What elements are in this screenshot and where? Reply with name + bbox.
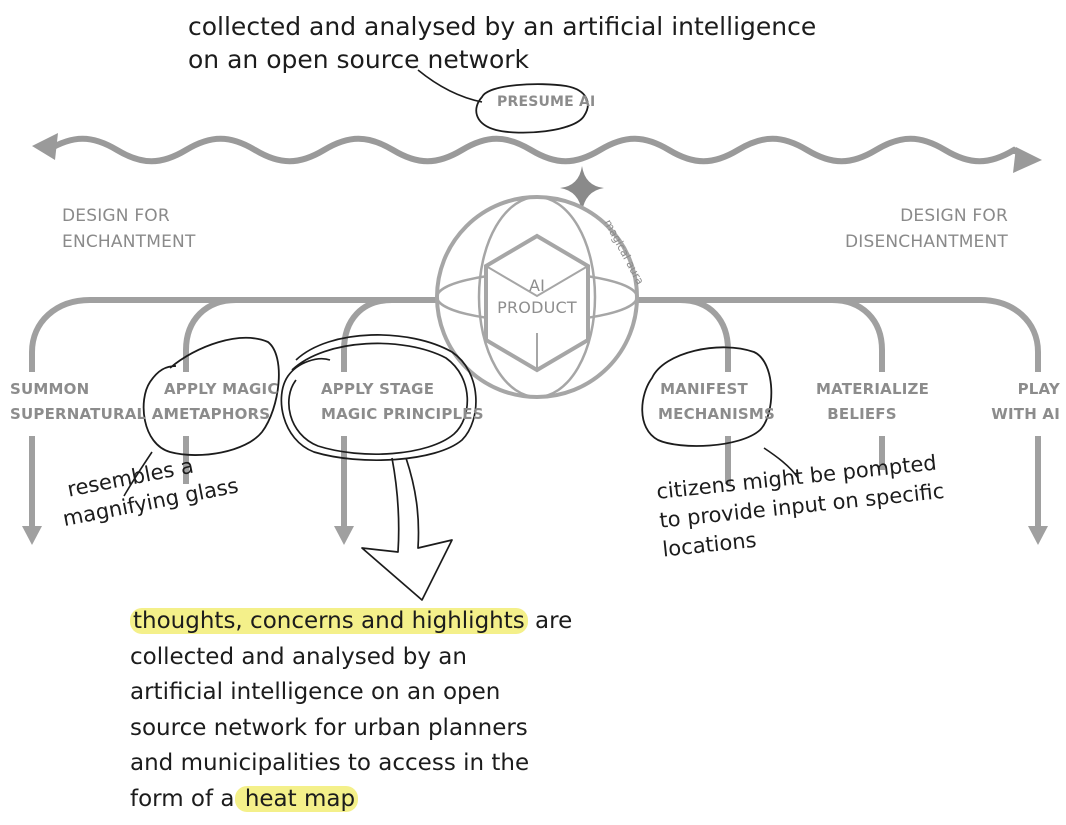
branch-curve-beliefs [760, 297, 885, 372]
ai-product-label: AI PRODUCT [487, 275, 587, 319]
branch-curve-summon [29, 297, 290, 372]
branch-curve-metaphors [183, 297, 300, 372]
ai-product-line-2: PRODUCT [497, 298, 577, 317]
hand-drawn-down-arrow [361, 457, 453, 601]
top-note-line-2: on an open source network [188, 45, 530, 74]
note-heat-map: thoughts, concerns and highlights are co… [130, 604, 572, 817]
note-bottom-line-2: collected and analysed by an [130, 643, 467, 670]
branch-label-line-2: METAPHORS [164, 405, 271, 423]
branch-curve-play [780, 297, 1041, 372]
ai-product-sphere [435, 195, 639, 399]
highlight-heat-map: heat map [234, 785, 359, 812]
right-heading: DESIGN FOR DISENCHANTMENT [845, 203, 1008, 255]
note-bottom-line-4: source network for urban planners [130, 714, 528, 741]
left-heading-line-1: DESIGN FOR [62, 206, 170, 226]
presume-ellipse [475, 83, 589, 134]
note-bottom-line-5: and municipalities to access in the [130, 750, 530, 776]
branch-curve-mechanisms [636, 297, 731, 372]
right-heading-line-1: DESIGN FOR [900, 206, 1008, 226]
branch-label-line-1: MATERIALIZE [816, 380, 930, 398]
presume-callout-line [417, 69, 483, 103]
branch-label-line-1: SUMMON [10, 380, 90, 398]
branch-label-summon: SUMMON SUPERNATURAL AI [10, 377, 169, 427]
branch-label-beliefs: MATERIALIZE BELIEFS [816, 377, 930, 427]
branch-label-line-2: BELIEFS [827, 405, 897, 423]
ai-product-line-1: AI [528, 276, 546, 295]
presume-ai-label: PRESUME AI [497, 94, 596, 110]
branch-label-line-2: MECHANISMS [658, 405, 776, 423]
top-handwritten-note: collected and analysed by an artificial … [188, 10, 816, 76]
arrowhead-stage [334, 526, 354, 545]
stage-scribble-loop [280, 334, 477, 462]
note-bottom-line-3: artificial intelligence on an open [130, 679, 501, 705]
left-arrowhead [32, 133, 58, 160]
mechanisms-scribble-loop [641, 346, 773, 447]
branch-label-line-1: APPLY MAGIC [164, 380, 279, 398]
branch-label-line-2: WITH AI [991, 405, 1060, 423]
note-bottom-line-1-rest: are [527, 608, 573, 634]
left-heading: DESIGN FOR ENCHANTMENT [62, 203, 196, 255]
branch-label-line-1: MANIFEST [660, 380, 748, 398]
branch-label-line-2: MAGIC PRINCIPLES [321, 405, 484, 423]
note-bottom-line-6: form of a heat map [130, 782, 572, 818]
right-heading-line-2: DISENCHANTMENT [844, 232, 1008, 252]
branch-label-line-1: PLAY [1017, 380, 1060, 398]
spectrum-wave-line [45, 135, 1023, 165]
branch-label-line-2: SUPERNATURAL AI [10, 405, 170, 423]
right-arrowhead [1013, 147, 1042, 173]
top-note-line-1: collected and analysed by an artificial … [188, 12, 817, 41]
metaphors-pointer-line [123, 451, 153, 497]
left-heading-line-2: ENCHANTMENT [62, 232, 196, 252]
highlight-thoughts: thoughts, concerns and highlights [130, 608, 528, 634]
branch-label-play: PLAY WITH AI [991, 377, 1060, 427]
note-bottom-line-1: thoughts, concerns and highlights are [130, 604, 572, 640]
note-bottom-line-6-pre: form of a [130, 785, 235, 812]
metaphors-scribble-loop [142, 337, 280, 456]
mechanisms-pointer-line [763, 447, 799, 479]
branch-label-line-1: APPLY STAGE [321, 380, 435, 398]
arrowhead-summon [22, 526, 42, 545]
branch-label-mechanisms: MANIFEST MECHANISMS [658, 377, 776, 427]
branch-label-metaphors: APPLY MAGIC METAPHORS [164, 377, 279, 427]
arrowhead-play [1028, 526, 1048, 545]
sparkle-large-icon [560, 166, 604, 212]
branch-label-stage: APPLY STAGE MAGIC PRINCIPLES [321, 377, 484, 427]
